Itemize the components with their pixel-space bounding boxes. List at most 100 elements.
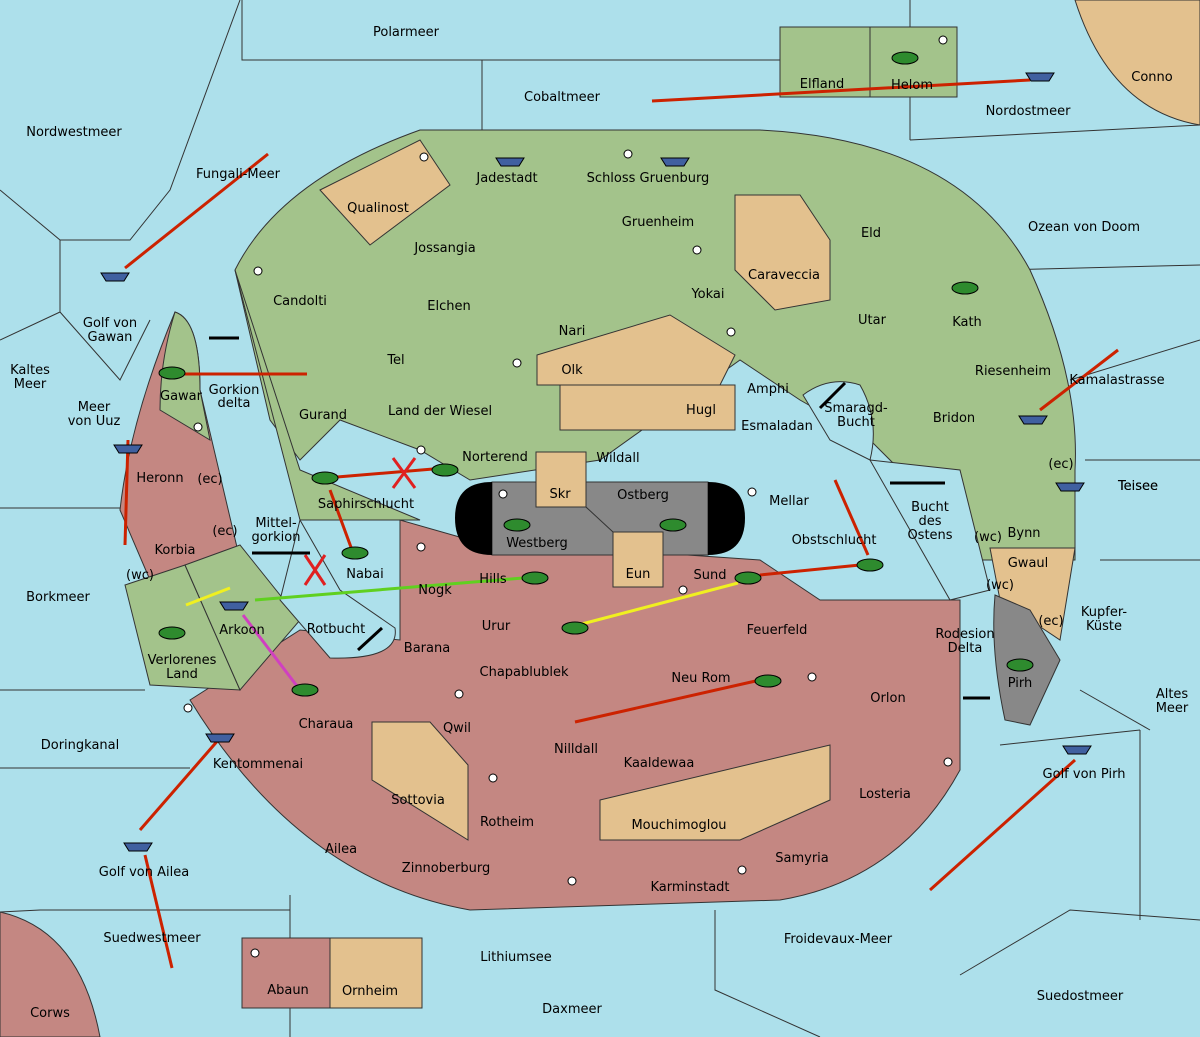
region-label: Ailea — [325, 842, 357, 857]
region-label: Ozean von Doom — [1028, 220, 1140, 235]
region-skr[interactable] — [535, 451, 587, 508]
region-label: Chapablublek — [480, 665, 569, 680]
fleet-unit[interactable] — [123, 842, 153, 852]
region-label: Qwil — [443, 721, 471, 736]
arrow-move — [833, 479, 870, 556]
region-label: Westberg — [506, 536, 568, 551]
region-label: Froidevaux-Meer — [784, 932, 893, 947]
region-qualinost[interactable] — [319, 139, 451, 246]
region-label: Rotheim — [480, 815, 534, 830]
region-label: Charaua — [299, 717, 354, 732]
region-label: Nogk — [418, 583, 452, 598]
army-unit[interactable] — [158, 626, 186, 640]
region-label: Fungali-Meer — [196, 167, 281, 182]
army-unit[interactable] — [754, 674, 782, 688]
region-label: Kaaldewaa — [624, 756, 695, 771]
region-label: des — [918, 514, 941, 529]
fleet-unit[interactable] — [660, 157, 690, 167]
fleet-unit[interactable] — [495, 157, 525, 167]
region-label: Sund — [694, 568, 727, 583]
region-hugl[interactable] — [559, 384, 736, 431]
fleet-unit[interactable] — [1062, 745, 1092, 755]
army-unit[interactable] — [891, 51, 919, 65]
region-gwaul[interactable] — [989, 547, 1076, 641]
region-label: Smaragd- — [824, 401, 888, 416]
region-label: Rodesion — [935, 627, 994, 642]
region-label: Olk — [561, 363, 583, 378]
region-label: gorkion — [252, 530, 301, 545]
army-unit[interactable] — [431, 463, 459, 477]
region-label: Hugl — [686, 403, 716, 418]
region-sottovia[interactable] — [371, 721, 469, 841]
region-label: Norterend — [462, 450, 528, 465]
region-label: Golf von Pirh — [1043, 767, 1126, 782]
fleet-unit[interactable] — [1018, 415, 1048, 425]
region-label: Urur — [482, 619, 511, 634]
arrow-move — [651, 78, 1031, 103]
units[interactable] — [100, 51, 1092, 852]
region-label: Cobaltmeer — [524, 90, 601, 105]
region-label: Wildall — [596, 451, 639, 466]
region-elfland[interactable] — [779, 26, 871, 98]
region-west-green[interactable] — [234, 269, 421, 521]
region-label: (ec) — [197, 472, 222, 487]
region-label: delta — [218, 396, 251, 411]
region-mouchimoglou[interactable] — [599, 744, 831, 841]
region-label: Utar — [858, 313, 887, 328]
region-label: Candolti — [273, 294, 327, 309]
army-unit[interactable] — [561, 621, 589, 635]
region-label: Küste — [1086, 619, 1122, 634]
arrow-move — [124, 152, 269, 270]
fleet-unit[interactable] — [1055, 482, 1085, 492]
army-unit[interactable] — [158, 366, 186, 380]
region-rotbucht[interactable] — [279, 518, 396, 659]
region-label: Gorkion — [209, 383, 260, 398]
army-unit[interactable] — [291, 683, 319, 697]
region-label: Meer — [14, 377, 47, 392]
region-smaragd-bucht[interactable] — [802, 381, 874, 461]
failed-order-x — [391, 457, 417, 489]
fleet-unit[interactable] — [219, 601, 249, 611]
region-ornheim[interactable] — [329, 937, 423, 1009]
army-unit[interactable] — [1006, 658, 1034, 672]
region-label: Teisee — [1117, 479, 1158, 494]
region-label: Esmaladan — [741, 419, 813, 434]
fleet-unit[interactable] — [113, 444, 143, 454]
army-unit[interactable] — [341, 546, 369, 560]
arrow-move — [138, 737, 222, 831]
region-label: Borkmeer — [26, 590, 90, 605]
region-eun[interactable] — [612, 531, 664, 588]
region-label: Sottovia — [391, 793, 445, 808]
army-unit[interactable] — [503, 518, 531, 532]
region-bucht-des-ostens[interactable] — [869, 459, 991, 601]
region-label: (ec) — [1038, 614, 1063, 629]
army-unit[interactable] — [951, 281, 979, 295]
arrow-move — [574, 678, 761, 724]
mountain-end-east — [708, 482, 745, 555]
region-gawar[interactable] — [159, 311, 211, 442]
arrow-support — [254, 575, 536, 602]
region-labels: PolarmeerCobaltmeerNordwestmeerFungali-M… — [10, 25, 1189, 1021]
fleet-unit[interactable] — [1025, 72, 1055, 82]
fleet-unit[interactable] — [205, 733, 235, 743]
army-unit[interactable] — [311, 471, 339, 485]
region-conno[interactable] — [1074, 0, 1200, 126]
region-label: Bucht — [837, 415, 875, 430]
region-label: (wc) — [974, 530, 1002, 545]
region-olk[interactable] — [536, 314, 736, 386]
army-unit[interactable] — [521, 571, 549, 585]
army-unit[interactable] — [734, 571, 762, 585]
region-caraveccia[interactable] — [734, 194, 831, 311]
region-label: Nordostmeer — [986, 104, 1072, 119]
region-label: Amphi — [747, 382, 789, 397]
region-label: Neu Rom — [671, 671, 730, 686]
fleet-unit[interactable] — [100, 272, 130, 282]
region-label: Suedwestmeer — [103, 931, 201, 946]
army-unit[interactable] — [659, 518, 687, 532]
army-unit[interactable] — [856, 558, 884, 572]
region-label: Zinnoberburg — [402, 861, 490, 876]
mountain-end-west — [455, 482, 492, 555]
